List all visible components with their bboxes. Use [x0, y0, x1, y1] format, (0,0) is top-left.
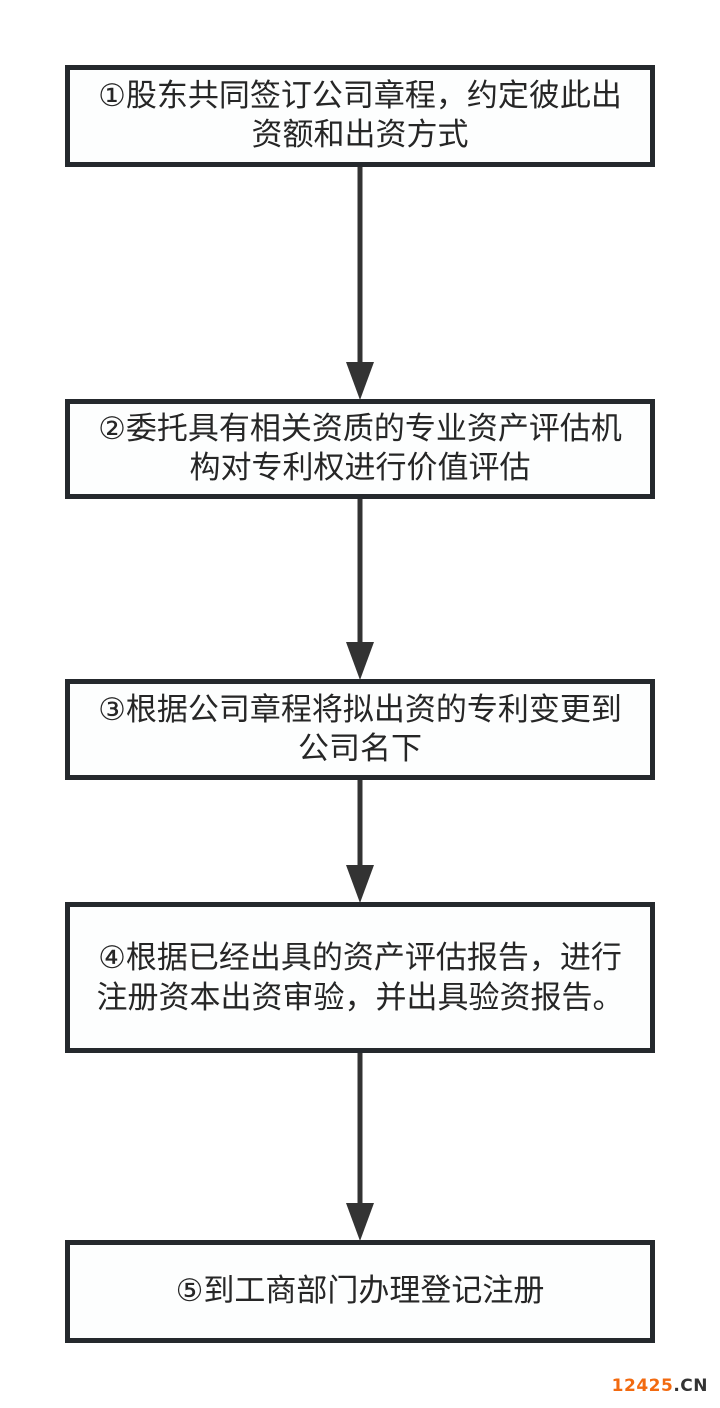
step-1-box: ①股东共同签订公司章程，约定彼此出资额和出资方式 — [65, 65, 655, 167]
step-4-box: ④根据已经出具的资产评估报告，进行注册资本出资审验，并出具验资报告。 — [65, 902, 655, 1053]
arrow-1-2 — [346, 167, 374, 400]
arrow-4-5 — [346, 1053, 374, 1241]
watermark-domain: .CN — [673, 1376, 708, 1396]
step-2-text: ②委托具有相关资质的专业资产评估机构对专利权进行价值评估 — [98, 411, 622, 486]
watermark: 12425.CN — [612, 1376, 708, 1396]
step-5-text: ⑤到工商部门办理登记注册 — [175, 1273, 545, 1309]
watermark-number: 12425 — [611, 1376, 674, 1396]
step-3-box: ③根据公司章程将拟出资的专利变更到公司名下 — [65, 679, 655, 780]
step-1-text: ①股东共同签订公司章程，约定彼此出资额和出资方式 — [98, 78, 622, 153]
arrow-4-5-head-icon — [346, 1203, 374, 1241]
arrow-3-4 — [346, 780, 374, 903]
step-2-box: ②委托具有相关资质的专业资产评估机构对专利权进行价值评估 — [65, 399, 655, 499]
step-3-text: ③根据公司章程将拟出资的专利变更到公司名下 — [98, 691, 622, 767]
step-5-box: ⑤到工商部门办理登记注册 — [65, 1240, 655, 1343]
arrow-2-3-head-icon — [346, 642, 374, 680]
arrow-2-3 — [346, 499, 374, 680]
arrow-1-2-head-icon — [346, 362, 374, 400]
step-4-text: ④根据已经出具的资产评估报告，进行注册资本出资审验，并出具验资报告。 — [96, 939, 624, 1016]
arrow-3-4-head-icon — [346, 865, 374, 903]
